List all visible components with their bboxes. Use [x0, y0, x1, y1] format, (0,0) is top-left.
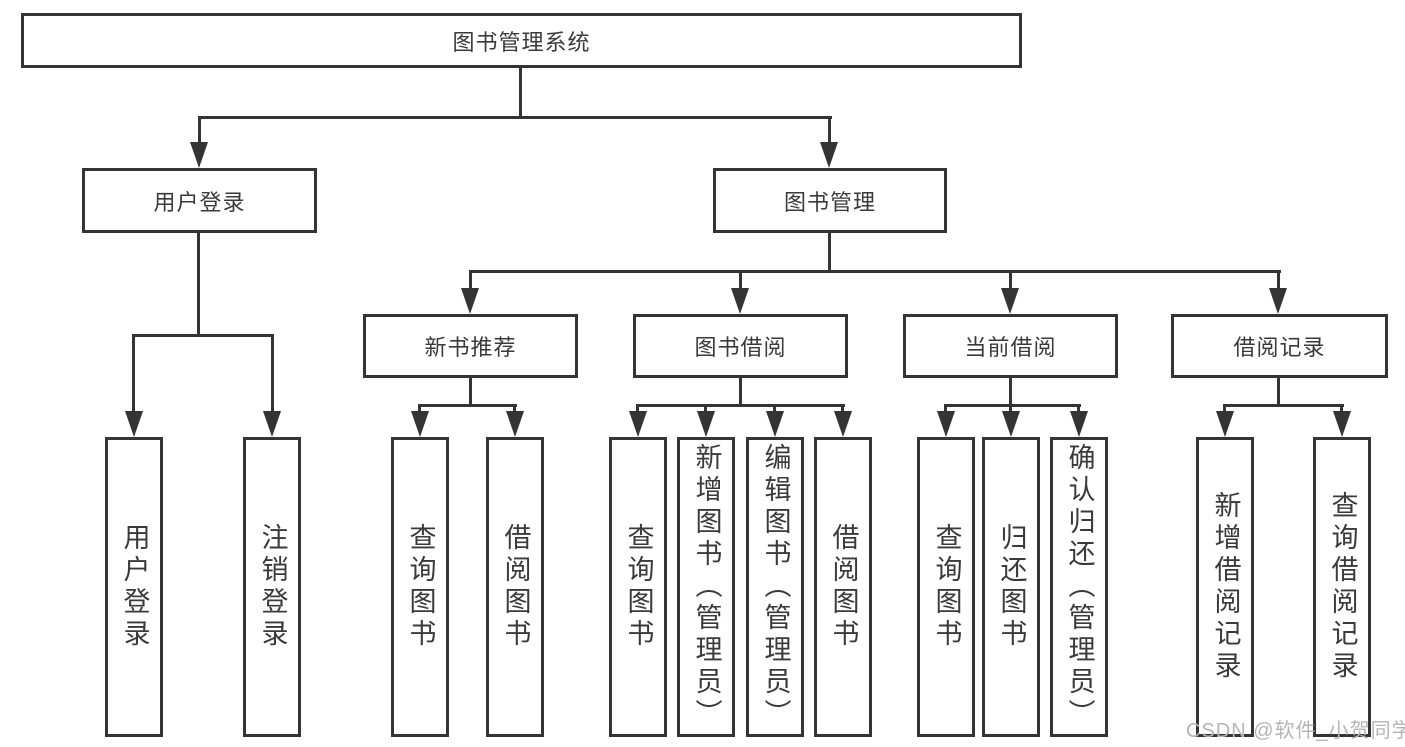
leaf-query-books-current: 查询图书: [917, 437, 975, 737]
arrowhead-icon: [629, 411, 647, 437]
connector-line: [704, 404, 707, 413]
leaf-user-login: 用户登录: [105, 437, 163, 737]
leaf-borrow-books-recommend: 借阅图书: [486, 437, 544, 737]
leaf-confirm-return-admin: 确认归还（管理员）: [1050, 437, 1108, 737]
node-user-login: 用户登录: [82, 168, 317, 233]
connector-line: [132, 334, 135, 413]
leaf-query-books-recommend: 查询图书: [391, 437, 449, 737]
connector-line: [944, 404, 1081, 407]
connector-line: [1009, 378, 1012, 407]
arrowhead-icon: [766, 411, 784, 437]
node-borrow-records: 借阅记录: [1171, 314, 1388, 378]
connector-line: [198, 116, 201, 144]
connector-line: [197, 233, 200, 337]
leaf-query-borrow-record: 查询借阅记录: [1313, 437, 1371, 737]
connector-line: [841, 404, 844, 413]
csdn-watermark: CSDN @软件_小贺同学: [1186, 720, 1405, 742]
connector-line: [944, 404, 947, 413]
arrowhead-icon: [937, 411, 955, 437]
leaf-edit-books-admin: 编辑图书（管理员）: [746, 437, 804, 737]
arrowhead-icon: [461, 288, 479, 314]
connector-line: [271, 334, 274, 413]
node-book-management: 图书管理: [713, 168, 947, 233]
connector-line: [132, 334, 274, 337]
arrowhead-icon: [125, 411, 143, 437]
connector-line: [519, 68, 522, 118]
arrowhead-icon: [1070, 411, 1088, 437]
leaf-query-books: 查询图书: [609, 437, 667, 737]
connector-line: [1223, 404, 1344, 407]
arrowhead-icon: [411, 411, 429, 437]
arrowhead-icon: [190, 142, 208, 168]
leaf-add-borrow-record: 新增借阅记录: [1196, 437, 1254, 737]
node-new-book-recommend: 新书推荐: [363, 314, 578, 378]
arrowhead-icon: [834, 411, 852, 437]
connector-line: [513, 404, 516, 413]
connector-line: [739, 378, 742, 407]
connector-line: [828, 233, 831, 272]
connector-line: [198, 116, 832, 119]
node-book-borrow: 图书借阅: [633, 314, 848, 378]
connector-line: [1277, 378, 1280, 407]
connector-line: [1009, 270, 1012, 290]
connector-line: [1223, 404, 1226, 413]
leaf-return-books: 归还图书: [982, 437, 1040, 737]
connector-line: [1277, 270, 1280, 290]
connector-line: [469, 378, 472, 407]
arrowhead-icon: [1002, 411, 1020, 437]
arrowhead-icon: [731, 288, 749, 314]
node-root: 图书管理系统: [21, 13, 1022, 68]
arrowhead-icon: [506, 411, 524, 437]
connector-line: [469, 270, 472, 290]
leaf-logout: 注销登录: [243, 437, 301, 737]
arrowhead-icon: [1001, 288, 1019, 314]
connector-line: [773, 404, 776, 413]
connector-line: [1077, 404, 1080, 413]
node-current-borrow: 当前借阅: [903, 314, 1118, 378]
connector-line: [469, 270, 1281, 273]
arrowhead-icon: [820, 142, 838, 168]
leaf-add-books-admin: 新增图书（管理员）: [677, 437, 735, 737]
connector-line: [636, 404, 639, 413]
connector-line: [418, 404, 517, 407]
arrowhead-icon: [697, 411, 715, 437]
arrowhead-icon: [1269, 288, 1287, 314]
arrowhead-icon: [1333, 411, 1351, 437]
connector-line: [1340, 404, 1343, 413]
arrowhead-icon: [263, 411, 281, 437]
connector-line: [636, 404, 845, 407]
connector-line: [418, 404, 421, 413]
connector-line: [739, 270, 742, 290]
connector-line: [828, 116, 831, 144]
arrowhead-icon: [1216, 411, 1234, 437]
connector-line: [1009, 404, 1012, 413]
leaf-borrow-books: 借阅图书: [814, 437, 872, 737]
